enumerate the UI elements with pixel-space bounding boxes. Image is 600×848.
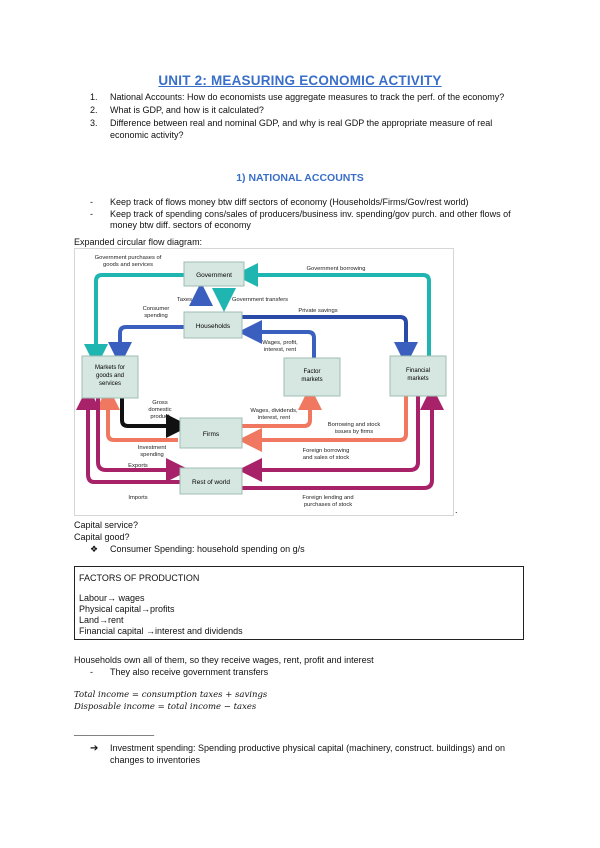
bullet-list: -Keep track of flows money btw diff sect… xyxy=(90,197,530,232)
svg-text:Investment: Investment xyxy=(138,445,167,451)
borrowing-stock-arrow xyxy=(238,394,408,452)
diamond-bullet-icon: ❖ xyxy=(90,544,99,554)
label-taxes: Taxes xyxy=(177,297,192,303)
question-text: National Accounts: How do economists use… xyxy=(110,92,505,102)
question-item: 2.What is GDP, and how is it calculated? xyxy=(90,105,264,115)
page-title: UNIT 2: MEASURING ECONOMIC ACTIVITY xyxy=(158,73,442,88)
node-rest-of-world: Rest of world xyxy=(179,467,243,495)
factor-line: Financial capital →interest and dividend… xyxy=(79,626,243,636)
label-gov-borrowing: Government borrowing xyxy=(307,266,366,272)
svg-text:Rest of world: Rest of world xyxy=(192,479,230,486)
investment-bullet: ➔Investment spending: Spending productiv… xyxy=(90,743,506,765)
svg-text:goods and services: goods and services xyxy=(103,262,153,268)
question-list: 1.National Accounts: How do economists u… xyxy=(90,91,530,142)
gov-borrowing-arrow xyxy=(234,263,431,356)
svg-text:Firms: Firms xyxy=(203,431,220,438)
section-heading: 1) NATIONAL ACCOUNTS xyxy=(236,172,364,184)
svg-text:issues by firms: issues by firms xyxy=(335,429,373,435)
question-text: Difference between real and nominal GDP,… xyxy=(110,118,493,140)
svg-text:Wages, dividends,: Wages, dividends, xyxy=(250,408,298,414)
label-private-savings: Private savings xyxy=(298,308,337,314)
svg-text:interest, rent: interest, rent xyxy=(258,415,291,421)
svg-text:Factor: Factor xyxy=(303,369,320,375)
svg-text:domestic: domestic xyxy=(148,407,171,413)
investment-spending-arrow xyxy=(96,386,178,442)
diagram-dot: . xyxy=(455,505,458,515)
label-exports: Exports xyxy=(128,463,148,469)
capital-service-text: Capital service? xyxy=(74,520,139,530)
question-item: 3.Difference between real and nominal GD… xyxy=(90,117,530,141)
node-financial-markets: Financial markets xyxy=(389,355,447,397)
list-item: -Keep track of flows money btw diff sect… xyxy=(90,197,469,207)
svg-text:markets: markets xyxy=(407,376,428,382)
factor-line: Labour→ wages xyxy=(79,593,145,603)
svg-text:Wages, profit,: Wages, profit, xyxy=(262,340,298,346)
capital-good-text: Capital good? xyxy=(74,531,130,542)
gov-purchases-arrow xyxy=(84,273,184,368)
svg-text:Gross: Gross xyxy=(152,400,168,406)
svg-text:spending: spending xyxy=(144,313,168,319)
svg-text:services: services xyxy=(99,381,121,387)
node-markets: Markets for goods and services xyxy=(81,355,139,399)
question-text: What is GDP, and how is it calculated? xyxy=(110,105,264,115)
svg-text:Markets for: Markets for xyxy=(95,365,125,371)
node-government: Government xyxy=(183,261,245,287)
svg-text:interest, rent: interest, rent xyxy=(264,347,297,353)
label-gov-transfers: Government transfers xyxy=(232,297,288,303)
svg-text:purchases of stock: purchases of stock xyxy=(304,502,352,508)
divider: __________________ xyxy=(74,727,155,736)
households-own-text: Households own all of them, so they rece… xyxy=(74,655,374,665)
foreign-lending-arrow xyxy=(242,386,444,490)
exports-arrow xyxy=(96,394,190,482)
gdp-arrow xyxy=(120,394,190,438)
label-imports: Imports xyxy=(128,495,147,501)
factor-line: Physical capital→profits xyxy=(79,604,175,614)
private-savings-arrow xyxy=(242,315,418,366)
svg-text:Financial: Financial xyxy=(406,368,430,374)
factor-line: Land→rent xyxy=(79,615,124,625)
capital-questions: Capital service? Capital good? xyxy=(74,520,138,543)
wages-dividends-arrow xyxy=(242,386,322,428)
svg-text:product: product xyxy=(150,414,170,420)
svg-text:goods and: goods and xyxy=(96,373,124,379)
consumer-bullet: ❖Consumer Spending: household spending o… xyxy=(90,544,305,554)
question-item: 1.National Accounts: How do economists u… xyxy=(90,92,505,102)
svg-text:Consumer: Consumer xyxy=(143,306,170,312)
node-factor-markets: Factor markets xyxy=(283,357,341,397)
svg-text:Government: Government xyxy=(196,272,232,279)
diagram-caption: Expanded circular flow diagram: xyxy=(74,237,203,247)
svg-text:Government purchases of: Government purchases of xyxy=(95,255,162,261)
svg-text:spending: spending xyxy=(140,452,164,458)
circular-flow-diagram: Government Households Markets for goods … xyxy=(74,248,454,516)
arrow-bullet-icon: ➔ xyxy=(90,743,99,754)
transfers-bullet: -They also receive government transfers xyxy=(90,667,269,677)
node-households: Households xyxy=(183,311,243,339)
svg-text:Foreign borrowing: Foreign borrowing xyxy=(303,448,350,454)
node-firms: Firms xyxy=(179,417,243,449)
foreign-borrowing-arrow xyxy=(238,394,420,482)
equation-total-income: Total income = consumption taxes + savin… xyxy=(74,690,268,700)
equation-disposable-income: Disposable income = total income − taxes xyxy=(74,702,257,712)
factor-income-arrow xyxy=(238,320,316,358)
svg-text:markets: markets xyxy=(301,377,322,383)
imports-arrow xyxy=(76,386,242,484)
factors-heading: FACTORS OF PRODUCTION xyxy=(79,573,200,583)
svg-text:Foreign lending and: Foreign lending and xyxy=(302,495,353,501)
factors-box: FACTORS OF PRODUCTION Labour→ wages Phys… xyxy=(74,566,524,640)
svg-text:Households: Households xyxy=(196,323,231,330)
consumer-spending-arrow xyxy=(108,325,184,366)
list-item: -Keep track of spending cons/sales of pr… xyxy=(90,208,511,231)
svg-text:and sales of stock: and sales of stock xyxy=(303,455,350,461)
svg-text:Borrowing and stock: Borrowing and stock xyxy=(328,422,381,428)
